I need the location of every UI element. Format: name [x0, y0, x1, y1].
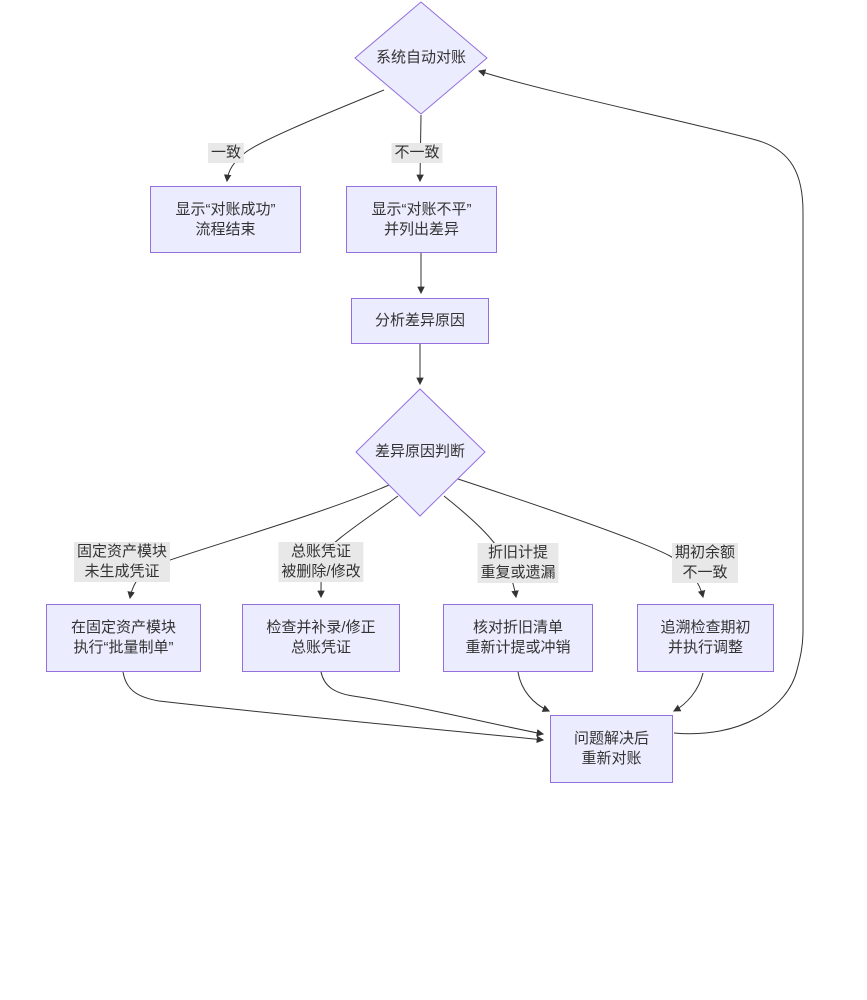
edge-label-opening-cause: 期初余额 不一致 — [671, 543, 739, 583]
node-fix-general-ledger: 检查并补录/修正 总账凭证 — [242, 604, 400, 672]
edge-label-line: 固定资产模块 — [76, 543, 168, 560]
node-text-line: 并列出差异 — [383, 220, 459, 238]
node-text-line: 重新对账 — [581, 750, 642, 767]
decision-cause: 差异原因判断 — [374, 443, 466, 460]
edge-label-line: 折旧计提 — [487, 544, 549, 561]
decision-cause-shape — [355, 388, 486, 517]
edge-opening-to-redo — [673, 672, 704, 712]
edge-label-line: 重复或遗漏 — [480, 564, 556, 581]
node-fix-depreciation: 核对折旧清单 重新计提或冲销 — [443, 604, 593, 672]
node-text-line: 重新计提或冲销 — [465, 639, 571, 656]
node-text-line: 显示“对账成功” — [175, 200, 276, 218]
node-text-line: 在固定资产模块 — [70, 619, 176, 636]
node-text-line: 检查并补录/修正 — [266, 619, 376, 636]
edge-label-line: 不一致 — [682, 564, 728, 581]
edge-cause-fixed-assets — [127, 484, 390, 600]
edge-label-gl-cause: 总账凭证 被删除/修改 — [278, 542, 364, 582]
edge-label-line: 未生成凭证 — [84, 563, 160, 580]
node-recon-unbalanced: 显示“对账不平” 并列出差异 — [346, 186, 497, 253]
edge-label-depr-cause: 折旧计提 重复或遗漏 — [477, 543, 559, 583]
node-redo-recon: 问题解决后 重新对账 — [550, 715, 673, 783]
node-text-line: 执行“批量制单” — [73, 639, 174, 656]
edge-label-line: 被删除/修改 — [281, 563, 361, 580]
decision-auto-recon-shape — [354, 1, 488, 115]
node-recon-success: 显示“对账成功” 流程结束 — [150, 186, 301, 253]
edge-label-inconsistent: 不一致 — [391, 143, 443, 163]
edge-label-consistent: 一致 — [207, 143, 245, 163]
node-text-line: 显示“对账不平” — [371, 200, 472, 218]
node-text-line: 分析差异原因 — [374, 312, 465, 329]
node-text-line: 问题解决后 — [573, 730, 649, 747]
node-text-line: 追溯检查期初 — [660, 619, 751, 636]
edge-label-line: 总账凭证 — [290, 543, 352, 560]
edge-consistent — [223, 89, 385, 183]
edge-depr-to-redo — [517, 671, 551, 712]
node-text-line: 并执行调整 — [667, 639, 743, 656]
decision-auto-recon: 系统自动对账 — [375, 49, 467, 66]
node-fix-fixed-assets: 在固定资产模块 执行“批量制单” — [46, 604, 201, 672]
edge-label-line: 期初余额 — [674, 544, 736, 561]
node-text-line: 核对折旧清单 — [472, 619, 563, 636]
node-analyze: 分析差异原因 — [351, 298, 489, 344]
edge-label-fa-cause: 固定资产模块 未生成凭证 — [73, 542, 171, 582]
edge-fa-to-redo — [122, 671, 545, 744]
node-text-line: 流程结束 — [195, 220, 256, 238]
edge-redo-loop-to-start — [477, 69, 804, 735]
edge-gl-to-redo — [320, 671, 545, 737]
node-fix-opening-balance: 追溯检查期初 并执行调整 — [637, 604, 774, 672]
node-text-line: 总账凭证 — [290, 639, 351, 656]
